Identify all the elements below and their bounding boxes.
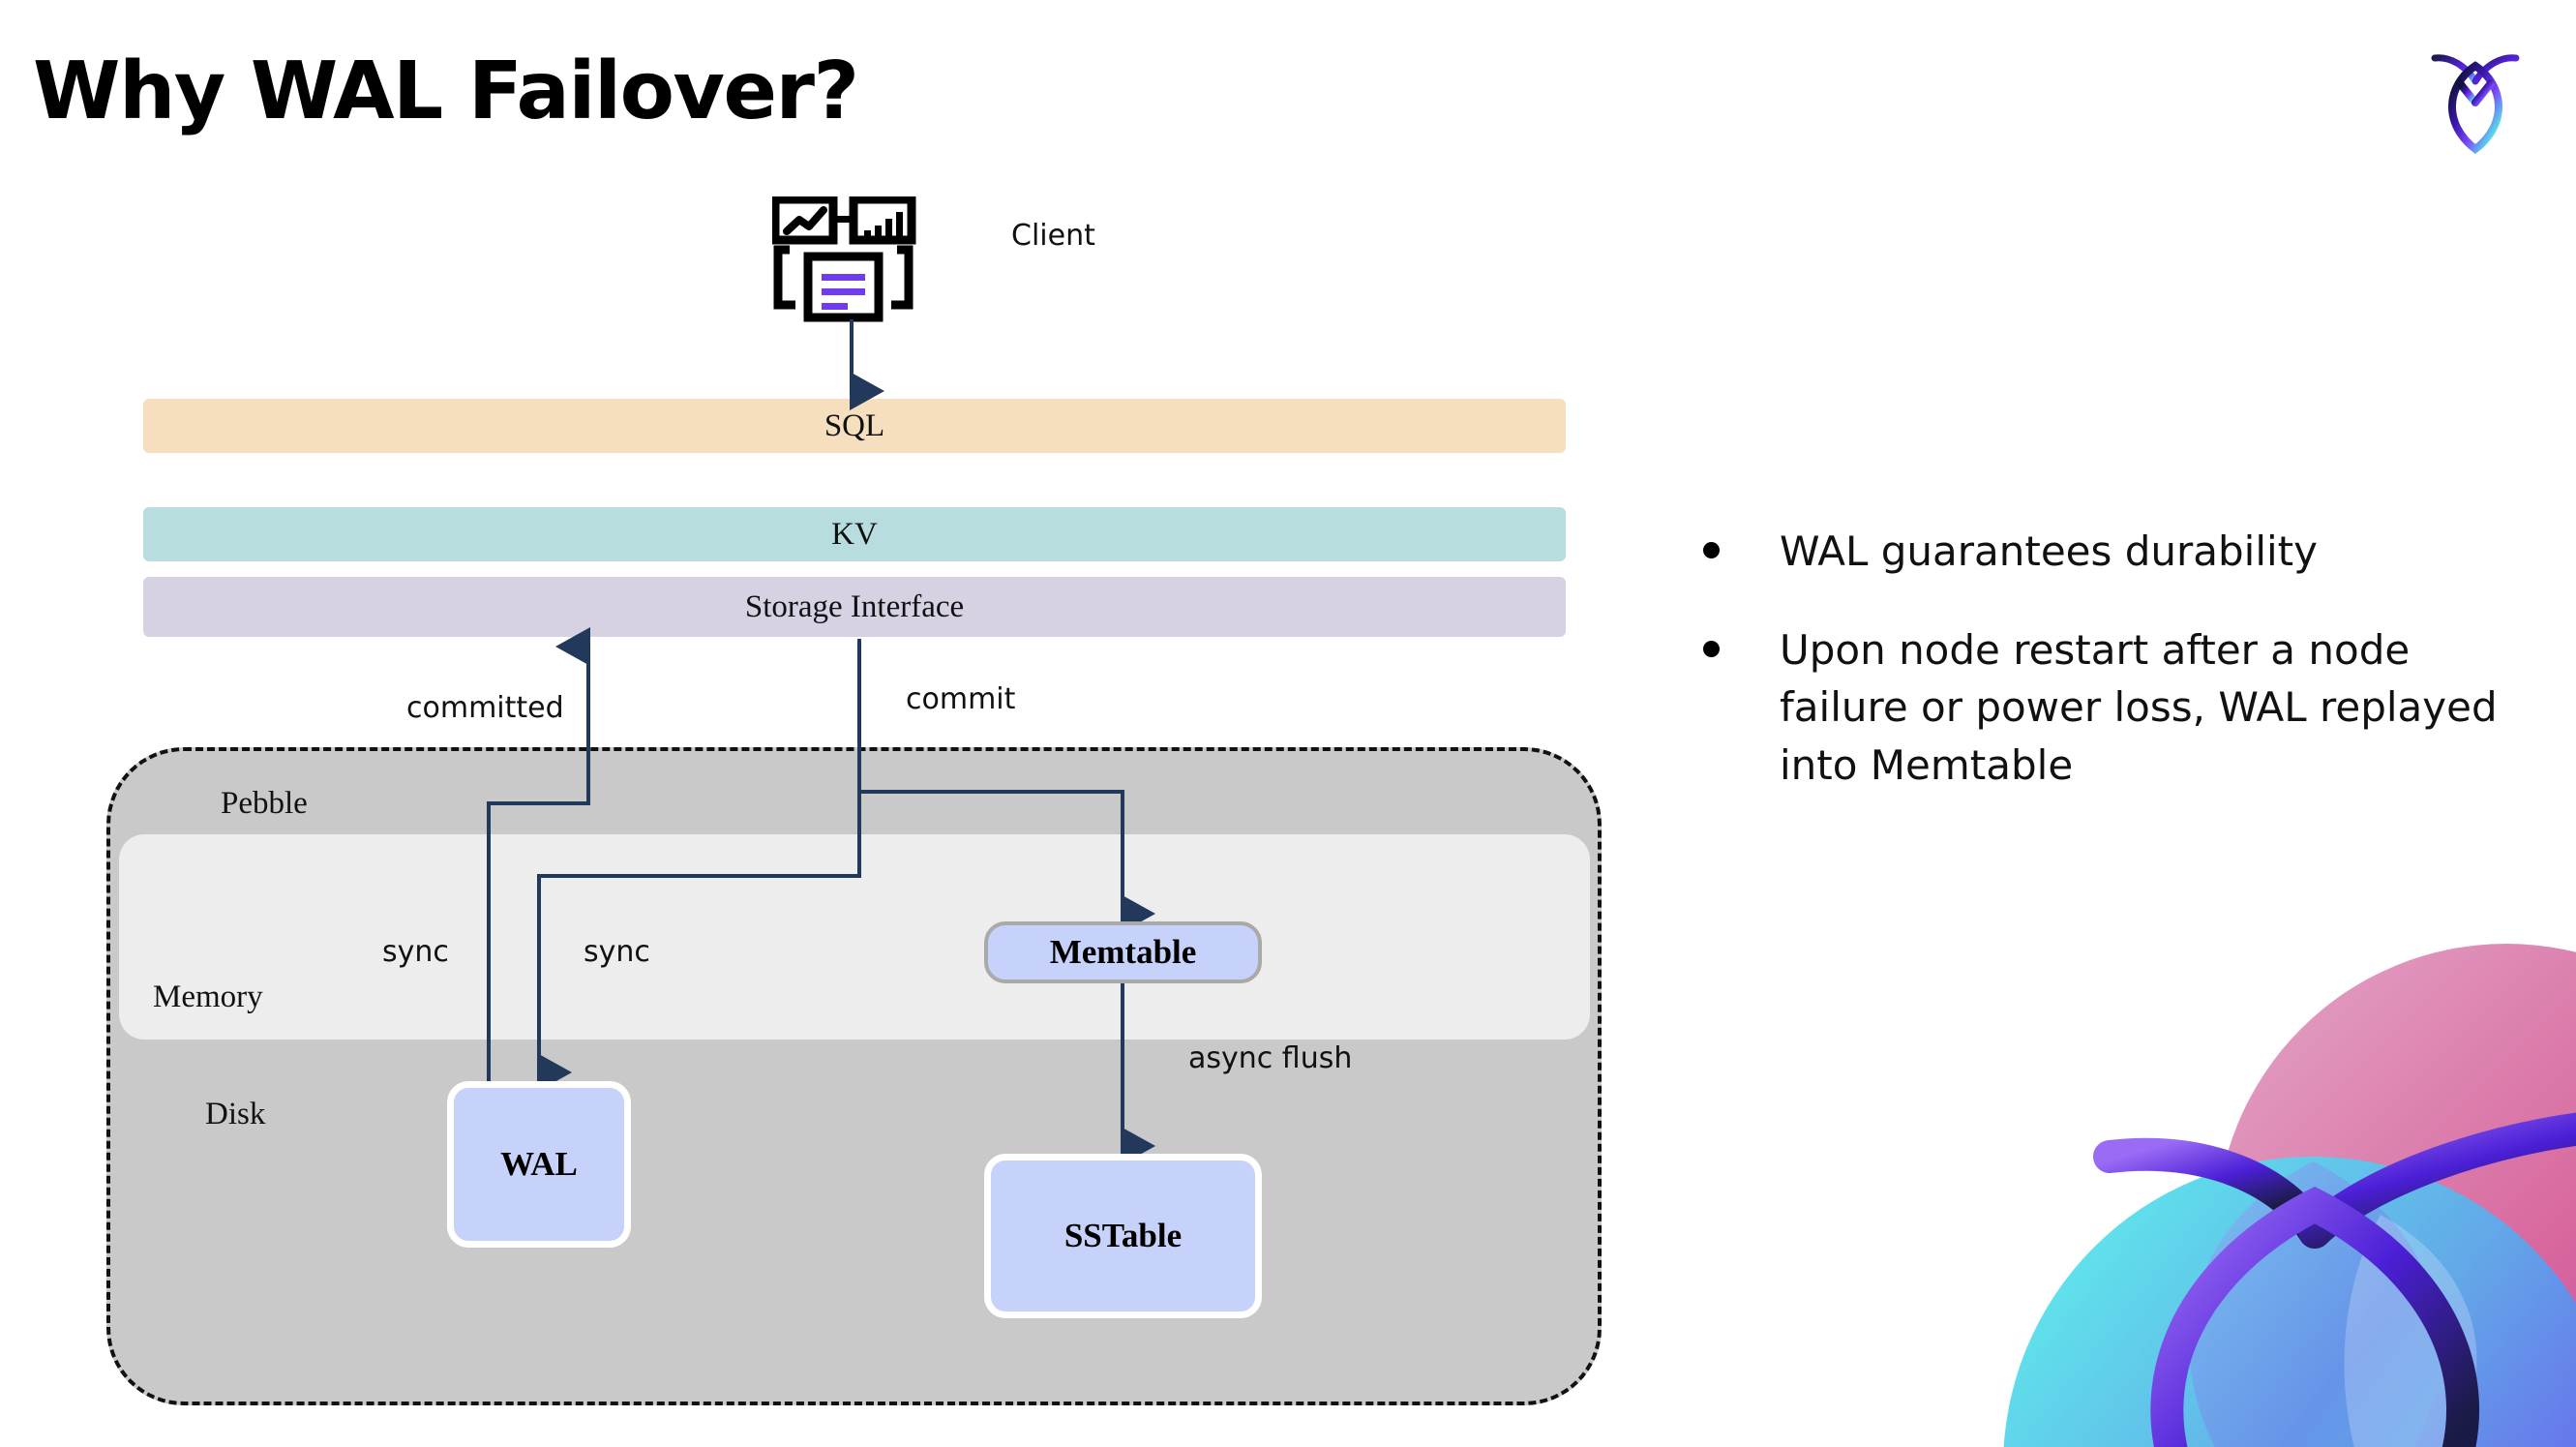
node-memtable[interactable]: Memtable bbox=[984, 921, 1262, 983]
page-title: Why WAL Failover? bbox=[33, 45, 859, 137]
cockroachdb-logo-icon bbox=[2411, 31, 2539, 159]
node-wal[interactable]: WAL bbox=[447, 1081, 631, 1248]
edge-label-async-flush: async flush bbox=[1188, 1041, 1353, 1075]
memory-region bbox=[119, 834, 1590, 1040]
client-dashboard-icon bbox=[770, 195, 927, 327]
pebble-label: Pebble bbox=[221, 786, 308, 821]
layer-label-kv: KV bbox=[831, 516, 878, 552]
node-label-memtable: Memtable bbox=[1049, 933, 1197, 971]
list-item: Upon node restart after a node failure o… bbox=[1703, 621, 2506, 795]
list-item: WAL guarantees durability bbox=[1703, 523, 2506, 581]
node-label-wal: WAL bbox=[500, 1145, 578, 1183]
layer-bar-kv: KV bbox=[143, 507, 1566, 561]
node-sstable[interactable]: SSTable bbox=[984, 1154, 1262, 1318]
layer-label-sql: SQL bbox=[824, 407, 885, 443]
bullet-dot-icon bbox=[1703, 640, 1720, 657]
node-label-sstable: SSTable bbox=[1063, 1217, 1183, 1254]
client-label: Client bbox=[1011, 219, 1095, 253]
bullet-dot-icon bbox=[1703, 542, 1720, 558]
edge-label-sync-1: sync bbox=[382, 935, 449, 969]
edge-label-sync-2: sync bbox=[584, 935, 650, 969]
layer-bar-sql: SQL bbox=[143, 399, 1566, 453]
edge-label-committed: committed bbox=[406, 691, 564, 725]
bullet-list: WAL guarantees durability Upon node rest… bbox=[1703, 523, 2506, 835]
disk-label: Disk bbox=[205, 1097, 266, 1131]
memory-label: Memory bbox=[153, 980, 263, 1014]
bullet-text: Upon node restart after a node failure o… bbox=[1780, 625, 2498, 789]
layer-bar-storage-interface: Storage Interface bbox=[143, 577, 1566, 637]
layer-label-storage-interface: Storage Interface bbox=[744, 588, 965, 624]
cockroachdb-watermark-icon bbox=[1964, 924, 2576, 1447]
bullet-text: WAL guarantees durability bbox=[1780, 528, 2319, 575]
edge-label-commit: commit bbox=[906, 682, 1016, 716]
